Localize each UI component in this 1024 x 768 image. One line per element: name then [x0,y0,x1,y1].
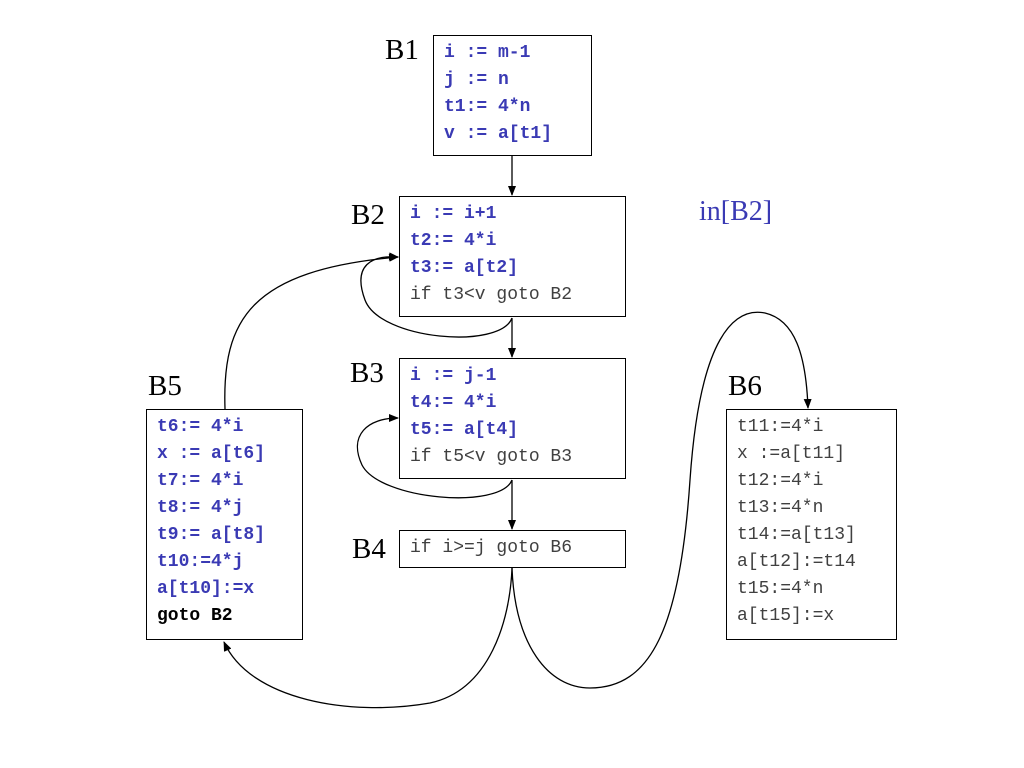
code-line: t13:=4*n [737,498,824,518]
edge-b4-to-b5 [223,567,513,709]
code-line: v := a[t1] [444,124,553,144]
code-line: t4:= 4*i [410,393,497,413]
code-line: if i>=j goto B6 [410,538,573,558]
code-line: t8:= 4*j [157,498,244,518]
code-line: i := m-1 [444,43,531,63]
code-line: t5:= a[t4] [410,420,519,440]
block-label-b4: B4 [352,533,386,565]
block-label-b1: B1 [385,34,419,66]
block-label-b3: B3 [350,357,384,389]
code-line: t14:=a[t13] [737,525,856,545]
code-line: a[t12]:=t14 [737,552,856,572]
code-line: t12:=4*i [737,471,824,491]
code-line: i := j-1 [410,366,497,386]
code-line: i := i+1 [410,204,497,224]
code-line: goto B2 [157,606,233,626]
code-line: t2:= 4*i [410,231,497,251]
code-line: t6:= 4*i [157,417,244,437]
block-label-b2: B2 [351,199,385,231]
code-line: t11:=4*i [737,417,824,437]
basic-block-b4: if i>=j goto B6 [399,530,626,568]
code-line: x :=a[t11] [737,444,846,464]
edge-b5-to-b2 [224,253,399,410]
in-b2-annotation: in[B2] [699,196,773,227]
code-line: t3:= a[t2] [410,258,519,278]
code-line: t9:= a[t8] [157,525,266,545]
code-line: x := a[t6] [157,444,266,464]
edge-b2-to-b2 [360,252,513,338]
code-line: t15:=4*n [737,579,824,599]
code-line: t10:=4*j [157,552,244,572]
code-line: a[t10]:=x [157,579,255,599]
block-label-b6: B6 [728,370,762,402]
edge-b4-to-b6 [511,311,812,689]
basic-block-b1: i := m-1 j := n t1:= 4*n v := a[t1] [433,35,592,156]
code-line: if t5<v goto B3 [410,447,573,467]
edge-b3-to-b3 [356,414,513,499]
block-label-b5: B5 [148,370,182,402]
code-line: t1:= 4*n [444,97,531,117]
basic-block-b3: i := j-1 t4:= 4*i t5:= a[t4] if t5<v goto B… [399,358,626,479]
code-line: a[t15]:=x [737,606,835,626]
code-line: t7:= 4*i [157,471,244,491]
basic-block-b6: t11:=4*i x :=a[t11] t12:=4*i t13:=4*n t14:=a… [726,409,897,640]
basic-block-b5: t6:= 4*i x := a[t6] t7:= 4*i t8:= 4*j t9:= a… [146,409,303,640]
code-line: if t3<v goto B2 [410,285,573,305]
code-line: j := n [444,70,509,90]
basic-block-b2: i := i+1 t2:= 4*i t3:= a[t2] if t3<v goto B… [399,196,626,317]
